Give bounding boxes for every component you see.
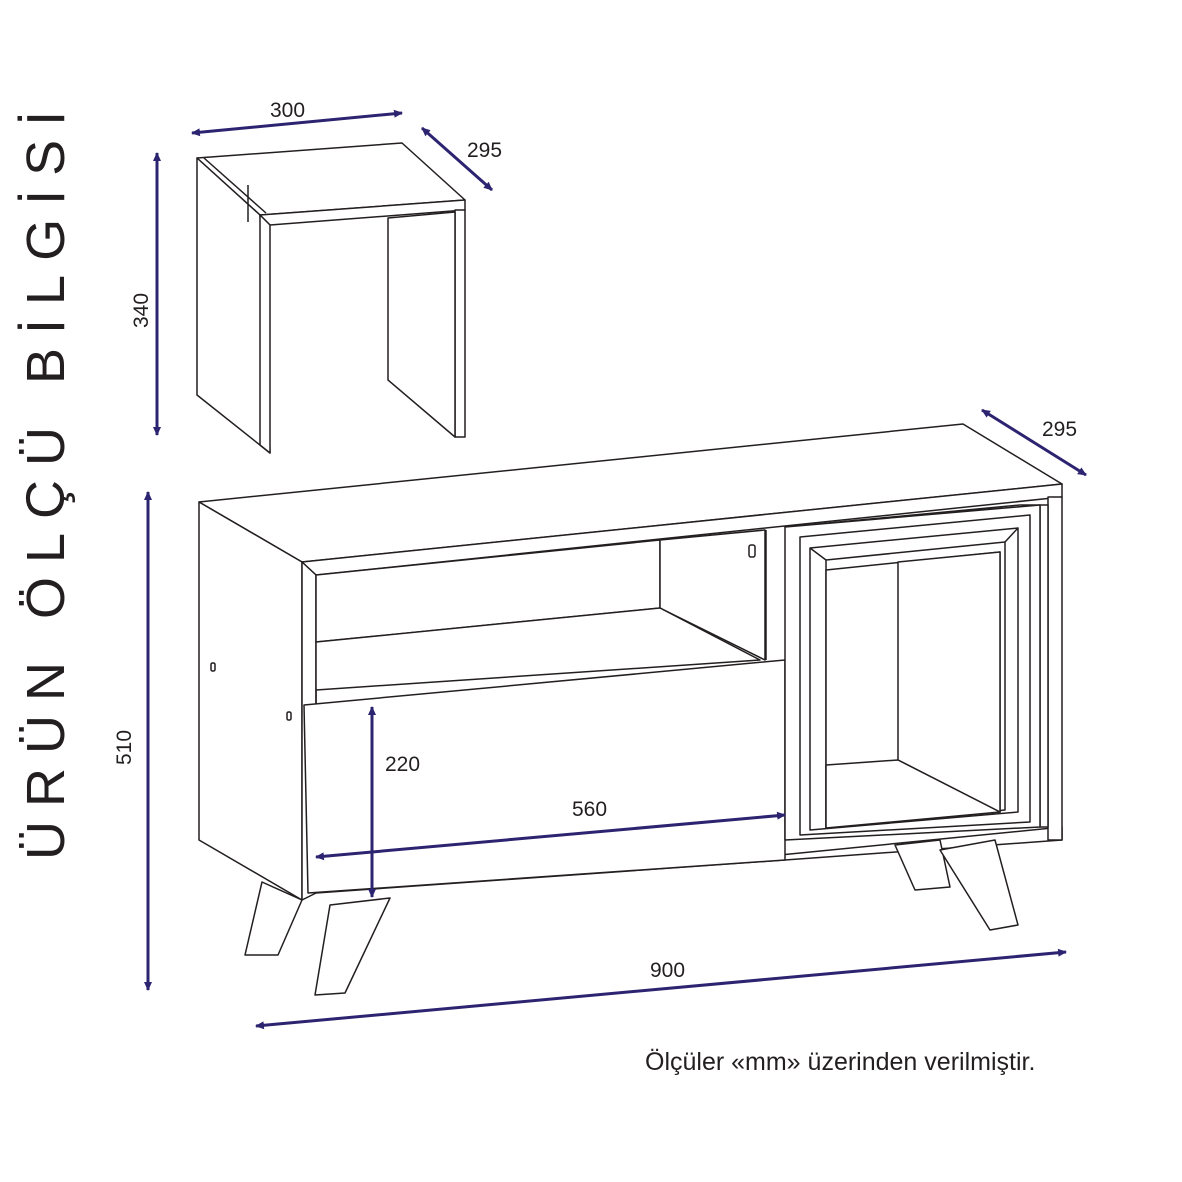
- units-footnote: Ölçüler «mm» üzerinden verilmiştir.: [645, 1048, 1035, 1076]
- side-table-depth-label: 295: [467, 139, 502, 162]
- leg-front-right: [939, 839, 1019, 931]
- drawer-front: [303, 659, 786, 894]
- tv-unit-width-label: 900: [650, 959, 685, 982]
- side-table-drawing: [196, 142, 466, 454]
- tv-unit-depth-label: 295: [1042, 418, 1077, 441]
- leg-front-left: [314, 897, 391, 996]
- drawer-width-label: 560: [572, 798, 607, 821]
- side-table-width-label: 300: [270, 99, 305, 122]
- tv-unit-depth-arrow: [981, 408, 1087, 477]
- side-table-depth-arrow: [421, 126, 493, 192]
- tv-unit-drawing: [198, 423, 1063, 996]
- page-title: ÜRÜN ÖLÇÜ BİLGİSİ: [16, 97, 76, 860]
- side-table-height-label: 340: [130, 293, 153, 328]
- tv-unit-width-arrow: [255, 948, 1067, 1030]
- tv-unit-height-label: 510: [113, 730, 136, 765]
- side-table-width-arrow: [191, 109, 403, 137]
- drawer-width-arrow: [315, 811, 786, 861]
- leg-back-right: [894, 839, 951, 891]
- drawer-height-label: 220: [385, 753, 420, 776]
